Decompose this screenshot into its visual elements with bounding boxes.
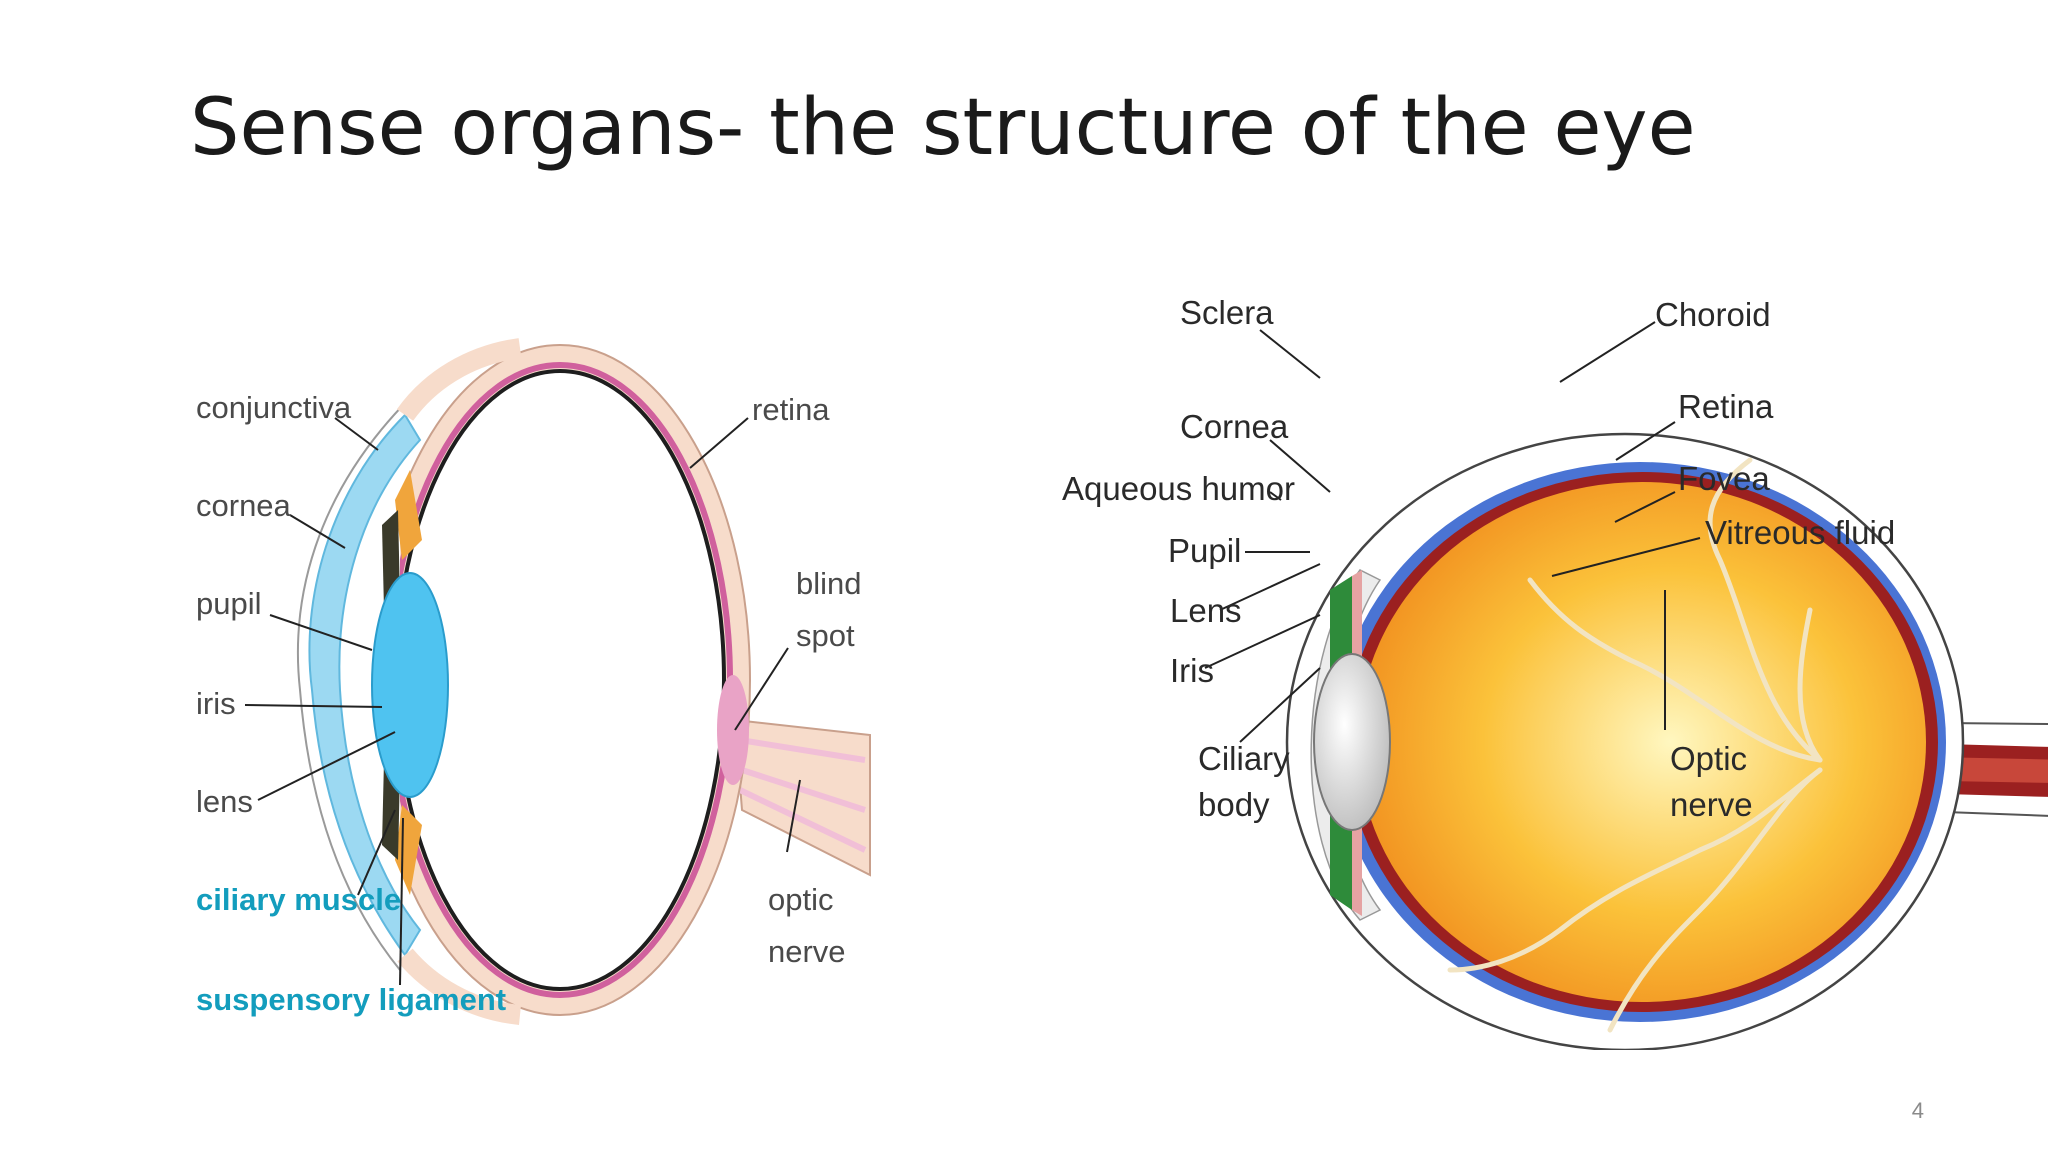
- label-optic-nerve-line1: optic: [768, 882, 833, 917]
- label-optic-nerve-line2: nerve: [1670, 786, 1753, 823]
- retinal-vessels: [1447, 457, 1823, 1033]
- label-iris: iris: [196, 686, 236, 721]
- eye-cross-section-diagram: conjunctiva cornea pupil iris lens cilia…: [196, 338, 871, 1025]
- label-optic-nerve-line2: nerve: [768, 934, 846, 969]
- cornea-shape: [308, 413, 422, 957]
- optic-nerve-fibres: [738, 737, 867, 853]
- label-pupil: pupil: [196, 586, 262, 621]
- label-iris: Iris: [1170, 652, 1214, 689]
- label-ciliary-muscle: ciliary muscle: [196, 882, 401, 917]
- slide-title: Sense organs- the structure of the eye: [190, 83, 1696, 173]
- label-pupil: Pupil: [1168, 532, 1241, 569]
- label-vitreous-fluid: Vitreous fluid: [1705, 514, 1895, 551]
- label-retina: retina: [752, 392, 830, 427]
- conjunctiva-shape: [297, 399, 409, 971]
- label-optic-nerve-line1: Optic: [1670, 740, 1747, 777]
- label-conjunctiva: conjunctiva: [196, 390, 352, 425]
- label-ciliary-body-line2: body: [1198, 786, 1270, 823]
- label-ciliary-body-line1: Ciliary: [1198, 740, 1290, 777]
- label-retina: Retina: [1678, 388, 1774, 425]
- label-fovea: Fovea: [1678, 460, 1770, 497]
- eye-anatomy-diagram: Sclera Cornea Aqueous humor Pupil Lens I…: [1062, 294, 2048, 1050]
- label-cornea: cornea: [196, 488, 292, 523]
- label-cornea: Cornea: [1180, 408, 1289, 445]
- label-choroid: Choroid: [1655, 296, 1771, 333]
- label-lens: Lens: [1170, 592, 1242, 629]
- ciliary-body-upper: [395, 470, 422, 560]
- label-blind-spot-line2: spot: [796, 618, 855, 653]
- page-number: 4: [1911, 1098, 1924, 1123]
- lens-shape: [371, 572, 449, 798]
- blind-spot-shape: [717, 675, 749, 785]
- label-lens: lens: [196, 784, 253, 819]
- label-aqueous-humor: Aqueous humor: [1062, 470, 1295, 507]
- vitreous-body: [1358, 482, 1926, 1002]
- lens-shape: [1313, 653, 1391, 831]
- label-sclera: Sclera: [1180, 294, 1274, 331]
- label-suspensory-ligament: suspensory ligament: [196, 982, 506, 1017]
- label-blind-spot-line1: blind: [796, 566, 862, 601]
